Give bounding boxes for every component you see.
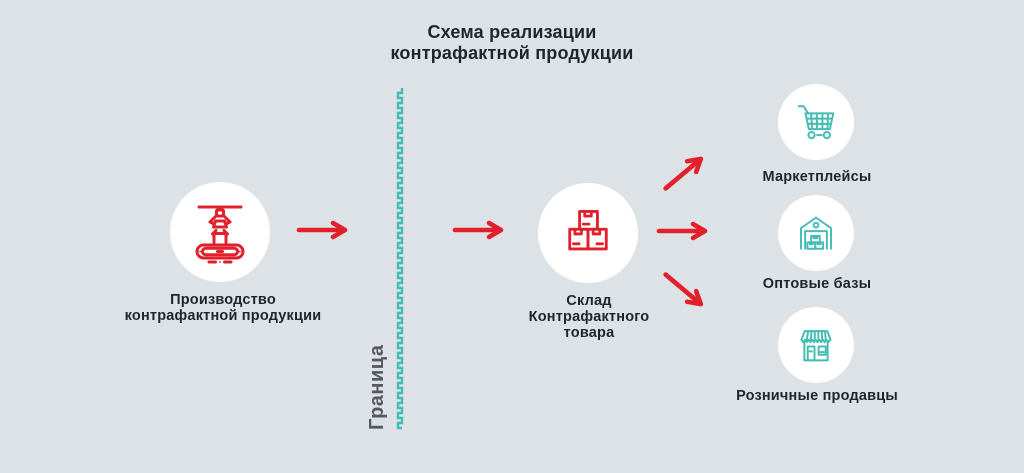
- arrow-right-icon: [296, 220, 348, 240]
- node-warehouse: [538, 183, 638, 283]
- border-dashed-line: [396, 88, 404, 430]
- node-marketplaces-label: Маркетплейсы: [762, 169, 872, 185]
- node-production-label: Производство контрафактной продукции: [124, 292, 322, 324]
- shopping-cart-icon: [797, 105, 835, 140]
- node-marketplaces: [778, 84, 854, 160]
- diagram-title: Схема реализации контрафактной продукции: [390, 22, 634, 63]
- storefront-icon: [800, 330, 832, 362]
- node-warehouse-label: Склад Контрафактного товара: [528, 293, 650, 341]
- stacked-boxes-icon: [568, 210, 608, 251]
- node-production: [170, 182, 270, 282]
- node-retail-label: Розничные продавцы: [736, 388, 898, 404]
- node-wholesale-label: Оптовые базы: [762, 276, 872, 292]
- conveyor-press-icon: [195, 205, 245, 264]
- arrow-right-icon: [656, 221, 708, 241]
- arrow-up-right-icon: [663, 156, 704, 191]
- border-line-path: [396, 88, 404, 430]
- border-label: Граница: [366, 344, 388, 430]
- node-wholesale: [778, 195, 854, 271]
- warehouse-building-icon: [800, 216, 832, 250]
- arrow-down-right-icon: [663, 272, 704, 307]
- node-retail: [778, 307, 854, 383]
- arrow-right-icon: [452, 220, 504, 240]
